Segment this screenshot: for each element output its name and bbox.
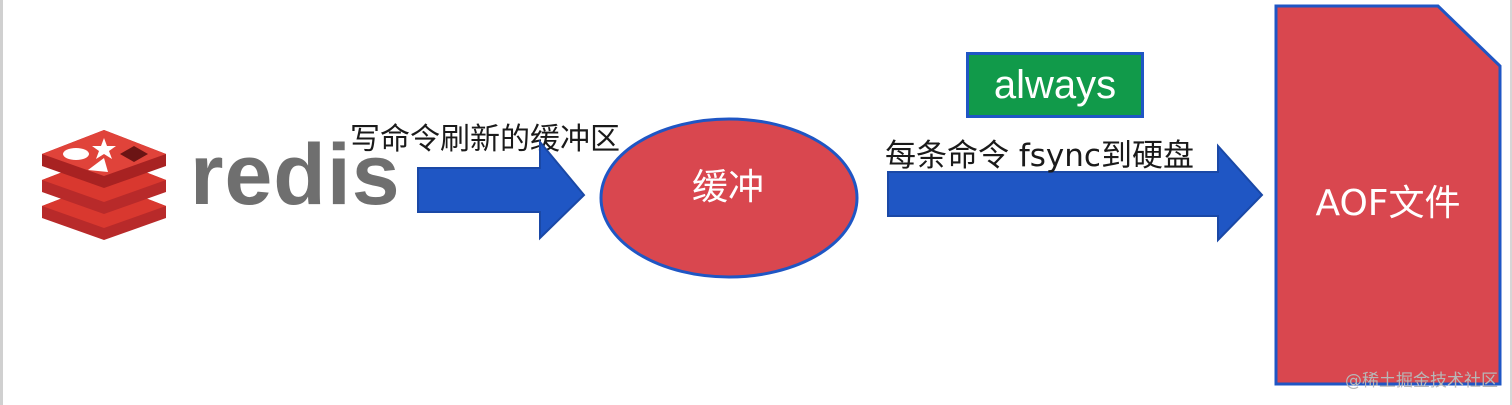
arrow-to-aof xyxy=(887,143,1264,243)
aof-file-shape xyxy=(1274,4,1502,386)
right-frame-edge xyxy=(1510,0,1512,405)
watermark: @稀土掘金技术社区 xyxy=(1345,371,1498,391)
buffer-ellipse xyxy=(599,117,859,279)
always-policy-badge: always xyxy=(966,52,1144,118)
redis-logo-icon xyxy=(42,130,166,240)
arrow-to-buffer xyxy=(417,139,586,241)
aof-file-label: AOF文件 xyxy=(1315,183,1461,224)
write-buffer-label: 写命令刷新的缓冲区 xyxy=(350,122,620,157)
left-frame-edge xyxy=(0,0,3,405)
fsync-label: 每条命令 fsync到硬盘 xyxy=(885,138,1194,174)
redis-wordmark: redis xyxy=(190,127,401,223)
buffer-label: 缓冲 xyxy=(691,167,764,208)
